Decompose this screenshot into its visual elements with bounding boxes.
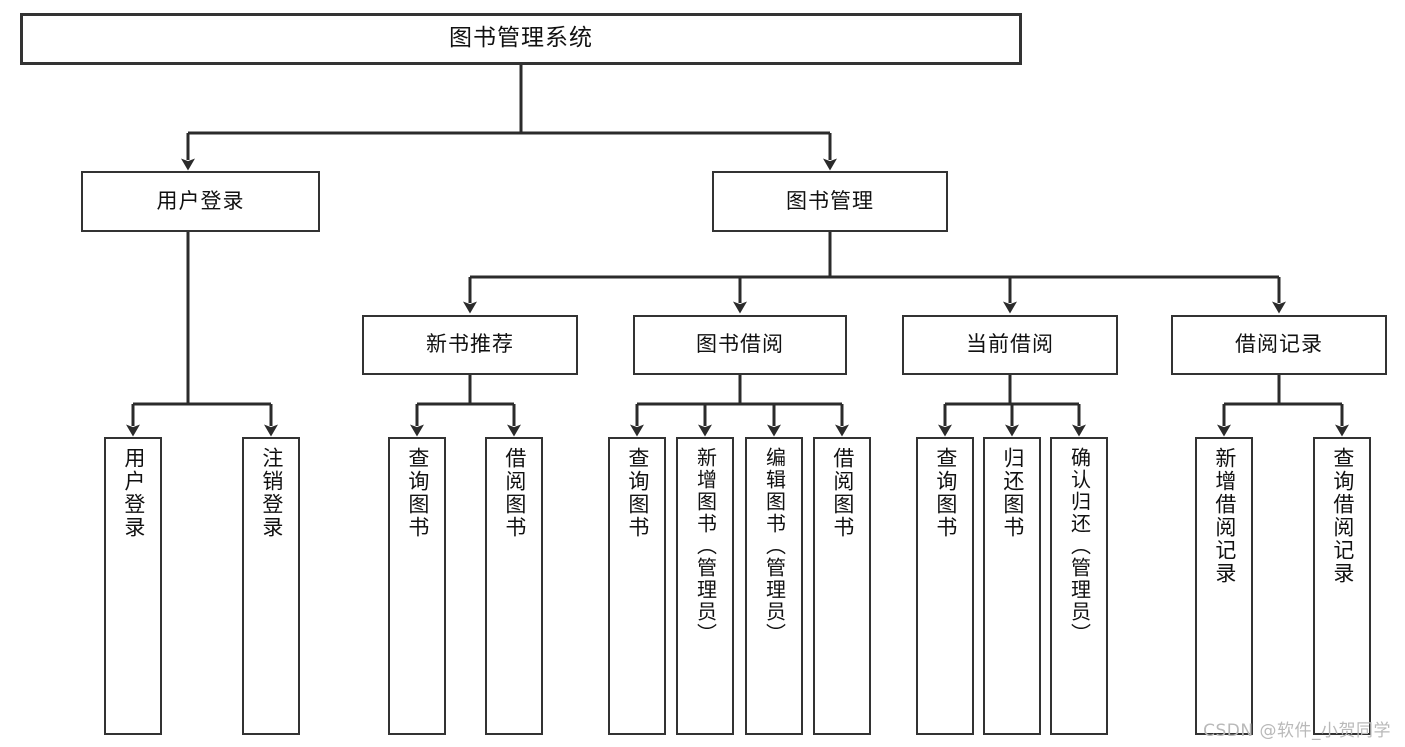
node-label: 图书管理	[786, 188, 874, 213]
leaf-borrow-book-new[interactable]: 借阅图书	[485, 437, 543, 735]
leaf-query-book-new[interactable]: 查询图书	[388, 437, 446, 735]
node-label: 借阅图书	[830, 447, 855, 539]
leaf-add-borrow-record[interactable]: 新增借阅记录	[1195, 437, 1253, 735]
node-label: 图书借阅	[696, 332, 784, 357]
leaf-user-login[interactable]: 用户登录	[104, 437, 162, 735]
leaf-add-book-admin[interactable]: 新增图书（管理员）	[676, 437, 734, 735]
leaf-query-book-borrow[interactable]: 查询图书	[608, 437, 666, 735]
node-label: 编辑图书（管理员）	[762, 447, 787, 645]
node-new-book-recommend[interactable]: 新书推荐	[362, 315, 578, 375]
node-label: 确认归还（管理员）	[1067, 447, 1092, 645]
node-label: 归还图书	[1000, 447, 1025, 539]
node-label: 图书管理系统	[449, 25, 593, 52]
node-label: 当前借阅	[966, 332, 1054, 357]
node-label: 查询图书	[405, 447, 430, 539]
node-current-borrow[interactable]: 当前借阅	[902, 315, 1118, 375]
node-label: 新书推荐	[426, 332, 514, 357]
node-label: 查询图书	[933, 447, 958, 539]
node-user-login[interactable]: 用户登录	[81, 171, 320, 232]
node-label: 借阅记录	[1235, 332, 1323, 357]
node-label: 注销登录	[259, 447, 284, 539]
node-book-borrow[interactable]: 图书借阅	[633, 315, 847, 375]
node-label: 新增图书（管理员）	[693, 447, 718, 645]
node-borrow-record[interactable]: 借阅记录	[1171, 315, 1387, 375]
node-label: 用户登录	[121, 447, 146, 539]
node-label: 新增借阅记录	[1212, 447, 1237, 585]
leaf-confirm-return-admin[interactable]: 确认归还（管理员）	[1050, 437, 1108, 735]
leaf-borrow-book[interactable]: 借阅图书	[813, 437, 871, 735]
node-label: 查询借阅记录	[1330, 447, 1355, 585]
leaf-query-borrow-record[interactable]: 查询借阅记录	[1313, 437, 1371, 735]
leaf-query-book-current[interactable]: 查询图书	[916, 437, 974, 735]
node-book-management[interactable]: 图书管理	[712, 171, 948, 232]
node-label: 借阅图书	[502, 447, 527, 539]
leaf-logout[interactable]: 注销登录	[242, 437, 300, 735]
node-label: 查询图书	[625, 447, 650, 539]
leaf-return-book[interactable]: 归还图书	[983, 437, 1041, 735]
leaf-edit-book-admin[interactable]: 编辑图书（管理员）	[745, 437, 803, 735]
node-label: 用户登录	[156, 188, 245, 213]
node-root-system[interactable]: 图书管理系统	[20, 13, 1022, 65]
